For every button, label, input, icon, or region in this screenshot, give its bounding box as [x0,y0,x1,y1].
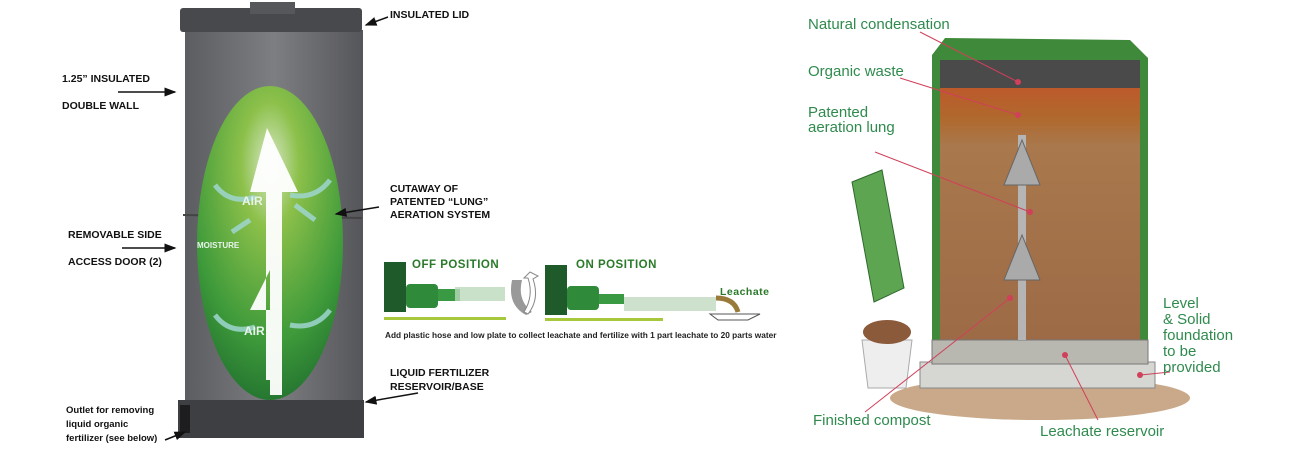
label-foundation-4: to be [1163,343,1197,360]
valve-off [384,262,540,320]
air-label-top: AIR [242,194,263,208]
composter-bin [178,2,364,438]
label-foundation-2: & Solid [1163,311,1211,328]
label-foundation-5: provided [1163,359,1221,376]
valve-caption: Add plastic hose and low plate to collec… [385,330,777,340]
label-finished-compost: Finished compost [813,412,931,429]
label-cutaway-3: AERATION SYSTEM [390,209,491,221]
on-position-label: ON POSITION [576,259,657,271]
label-outlet-3: fertilizer (see below) [66,433,158,444]
label-organic-waste: Organic waste [808,63,904,80]
label-insulated-lid: INSULATED LID [390,9,470,21]
label-leachate-reservoir: Leachate reservoir [1040,423,1165,440]
label-lung-2: aeration lung [808,119,895,136]
label-outlet-1: Outlet for removing [66,405,155,416]
cutaway-bin [851,38,1190,420]
label-foundation-1: Level [1163,295,1199,312]
moisture-label: MOISTURE [197,241,240,250]
label-door-1: REMOVABLE SIDE [68,229,162,241]
leader-lines [864,31,1171,421]
label-reservoir-2: RESERVOIR/BASE [390,381,484,393]
label-door-2: ACCESS DOOR (2) [68,256,162,268]
label-wall-2: DOUBLE WALL [62,100,139,112]
air-label-bottom: AIR [244,324,265,338]
label-cutaway-2: PATENTED “LUNG” [390,196,489,208]
label-cutaway-1: CUTAWAY OF [390,183,459,195]
leachate-label: Leachate [720,286,770,298]
label-condensation: Natural condensation [808,16,950,33]
valve-on [545,265,761,321]
label-reservoir-1: LIQUID FERTILIZER [390,367,490,379]
label-outlet-2: liquid organic [66,419,129,430]
off-position-label: OFF POSITION [412,259,500,271]
label-foundation-3: foundation [1163,327,1234,344]
callout-arrows [118,16,419,441]
label-wall-1: 1.25” INSULATED [62,73,150,85]
label-lung-1: Patented [808,104,869,121]
